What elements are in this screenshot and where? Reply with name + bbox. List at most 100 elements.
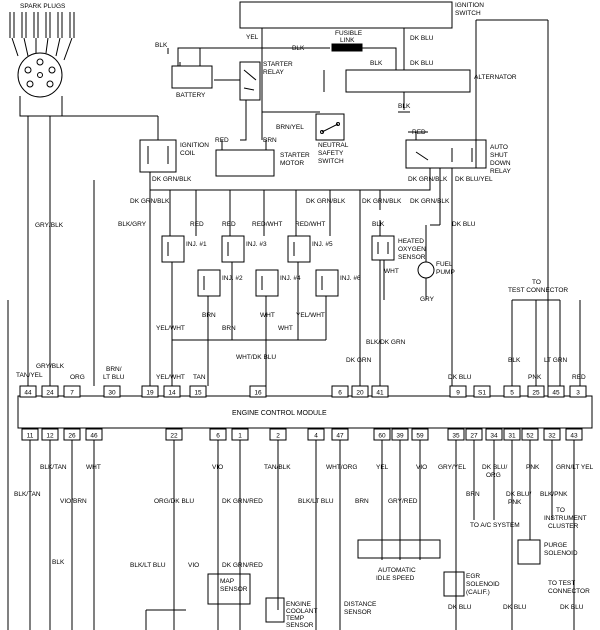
ecm-pin-box <box>41 385 59 398</box>
coolant-temp-sensor-label: ENGINE <box>286 601 312 608</box>
injector-2-label: INJ. #2 <box>222 275 243 282</box>
wire-label: DK BLU <box>410 35 434 42</box>
asd-relay-label: AUTO <box>490 144 508 151</box>
map-sensor-label: SENSOR <box>220 586 248 593</box>
wire-label: PNK <box>526 464 540 471</box>
ecm-pin-number: 59 <box>416 433 424 440</box>
wire-label: RED/WHT <box>252 221 282 228</box>
asd-relay <box>405 139 487 169</box>
ecm-pin-number: 52 <box>526 433 534 440</box>
ecm-pin-box <box>371 385 389 398</box>
ecm-pin-number: 12 <box>46 433 54 440</box>
starter-relay-label: STARTER <box>263 61 293 68</box>
wire-label: BLK/TAN <box>40 464 67 471</box>
wire-label: WHT <box>86 464 101 471</box>
automatic-idle-speed-motor <box>357 539 441 559</box>
wire-label: WHT <box>278 325 293 332</box>
wire-label: DK GRN/RED <box>222 498 263 505</box>
ecm-pin-number: 43 <box>570 433 578 440</box>
egr-solenoid <box>443 571 465 597</box>
to-ac-system-label: TO A/C SYSTEM <box>470 522 520 529</box>
fusible-link <box>331 43 363 52</box>
injector-6-label: INJ. #6 <box>340 275 361 282</box>
wire-label: DK GRN/BLK <box>408 176 448 183</box>
ecm-pin-number: 46 <box>90 433 98 440</box>
wire-label: DK BLU <box>410 60 434 67</box>
ecm-pin-number: 47 <box>336 433 344 440</box>
distributor-cap <box>11 37 73 117</box>
ignition-coil-label: COIL <box>180 150 196 157</box>
wire-label: BLK <box>508 357 521 364</box>
wire-label: BRN <box>466 491 480 498</box>
wire-label: DK BLU <box>452 221 476 228</box>
ecm-pin-number: 30 <box>108 390 116 397</box>
wire-label: RED/WHT <box>295 221 325 228</box>
wire-label: RED <box>215 137 229 144</box>
wire-label: BRN <box>202 312 216 319</box>
wire-label: WHT <box>260 312 275 319</box>
wire-label: DK GRN/BLK <box>152 176 192 183</box>
wire-label: RED <box>572 374 586 381</box>
ignition-switch-label: SWITCH <box>455 10 481 17</box>
asd-relay-label: DOWN <box>490 160 511 167</box>
ignition-coil-label: IGNITION <box>180 142 209 149</box>
ecm-pin-number: 6 <box>338 390 342 397</box>
battery <box>171 65 213 89</box>
ecm-pin-number: 6 <box>216 433 220 440</box>
ecm-pin-number: 27 <box>470 433 478 440</box>
wire-label: BLK/LT BLU <box>298 498 334 505</box>
ecm-pin-number: 26 <box>68 433 76 440</box>
wire-label: WHT <box>384 268 399 275</box>
fuel-pump <box>417 261 435 279</box>
ecm-pin-box <box>521 428 539 441</box>
wire-label: BLK <box>372 221 385 228</box>
ecm-pin-box <box>41 428 59 441</box>
wire-label: VIO/BRN <box>60 498 87 505</box>
ecm-pin-box <box>19 385 37 398</box>
heated-o2-sensor <box>371 235 395 261</box>
neutral-safety-switch-label: SAFETY <box>318 150 344 157</box>
neutral-safety-switch <box>315 113 345 141</box>
engine-control-module <box>17 395 593 429</box>
injector-3 <box>221 235 245 263</box>
injector-5 <box>287 235 311 263</box>
injector-6 <box>315 269 339 297</box>
asd-relay-label: RELAY <box>490 168 511 175</box>
ecm-pin-number: 16 <box>254 390 262 397</box>
ecm-pin-number: 39 <box>396 433 404 440</box>
wire-label: TAN/BLK <box>264 464 291 471</box>
wire-label: BRN <box>263 137 277 144</box>
wire-label: DK BLU/ <box>506 491 531 498</box>
ecm-pin-box <box>503 385 521 398</box>
starter-relay <box>239 61 261 101</box>
ecm-pin-box <box>331 428 349 441</box>
purge-solenoid-label: PURGE <box>544 542 568 549</box>
wire-label: BLK/TAN <box>14 491 41 498</box>
injector-1 <box>161 235 185 263</box>
wire-label: GRY <box>420 296 435 303</box>
ecm-pin-number: 45 <box>552 390 560 397</box>
asd-relay-label: SHUT <box>490 152 508 159</box>
ecm-pin-box <box>141 385 159 398</box>
idle-speed-label: AUTOMATIC <box>378 567 416 574</box>
ecm-pin-number: 1 <box>238 433 242 440</box>
egr-solenoid-label: EGR <box>466 573 480 580</box>
wire-label: GRY/BLK <box>35 222 64 229</box>
ecm-pin-number: 32 <box>548 433 556 440</box>
wire-label: BLK/LT BLU <box>130 562 166 569</box>
ecm-pin-number: S1 <box>478 390 486 397</box>
ecm-pin-number: 7 <box>70 390 74 397</box>
ecm-pin-number: 5 <box>510 390 514 397</box>
wire-label: ORG <box>486 472 501 479</box>
wire-label: YEL <box>246 34 259 41</box>
ecm-pin-box <box>269 428 287 441</box>
ecm-pin-box <box>165 428 183 441</box>
ecm-pin-box <box>351 385 369 398</box>
coolant-temp-sensor-label: COOLANT <box>286 608 317 615</box>
ecm-pin-number: 22 <box>170 433 178 440</box>
wire-label: WHT/DK BLU <box>236 354 276 361</box>
wire-label: BLK <box>398 103 411 110</box>
wire-label: ORG <box>70 374 85 381</box>
